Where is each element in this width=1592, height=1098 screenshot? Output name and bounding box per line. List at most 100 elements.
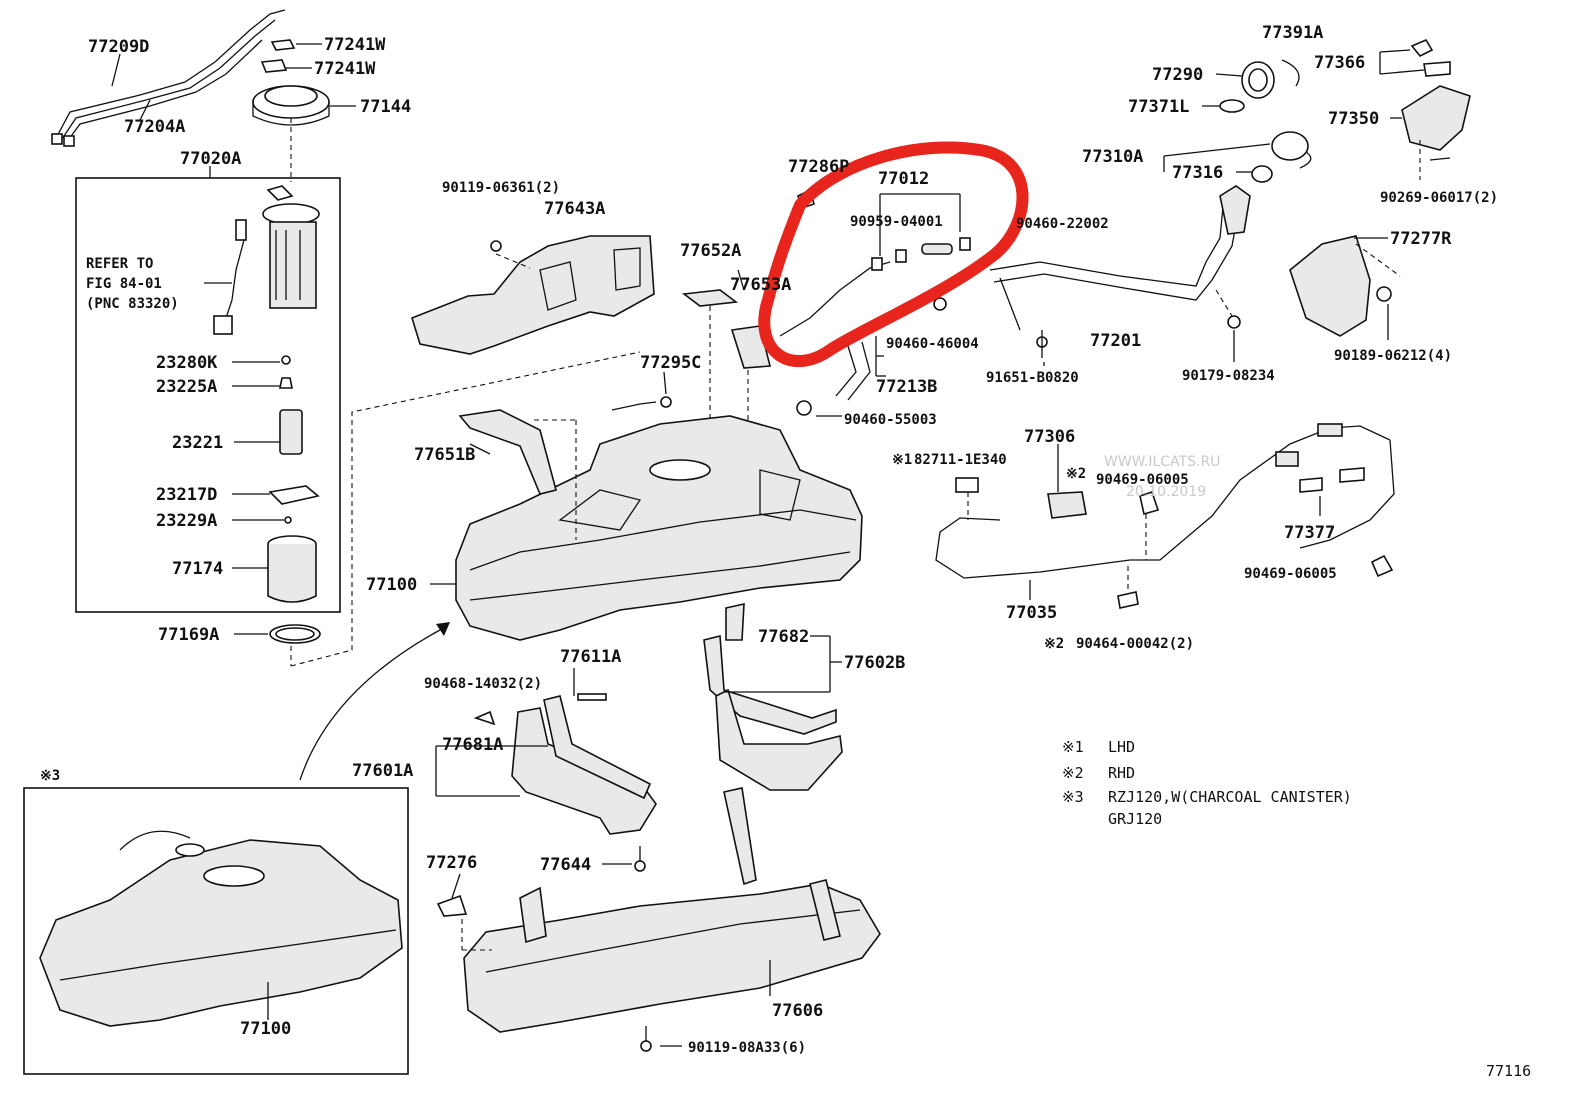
inset-box: [23, 787, 409, 1075]
label-77295C[interactable]: 77295C: [640, 353, 701, 373]
label-90189-06212[interactable]: 90189-06212(4): [1334, 348, 1452, 364]
red-highlight-ring: [758, 141, 1029, 367]
legend-mark-2: ※2: [1062, 764, 1084, 782]
fuel-lines-77209D: [51, 9, 286, 147]
watermark-site: WWW.ILCATS.RU: [1104, 454, 1220, 470]
label-77290[interactable]: 77290: [1152, 65, 1203, 85]
filler-cap-parts: [1219, 38, 1471, 183]
figure-code: 77116: [1486, 1062, 1531, 1080]
label-77310A[interactable]: 77310A: [1082, 147, 1143, 167]
label-77144[interactable]: 77144: [360, 97, 411, 117]
label-77012[interactable]: 77012: [878, 169, 929, 189]
label-77100-inset[interactable]: 77100: [240, 1019, 291, 1039]
legend-mark-3: ※3: [1062, 788, 1084, 806]
label-77213B[interactable]: 77213B: [876, 377, 937, 397]
legend-mark-1: ※1: [1062, 738, 1084, 756]
label-23280K[interactable]: 23280K: [156, 353, 218, 373]
label-77652A[interactable]: 77652A: [680, 241, 741, 261]
label-77241W[interactable]: 77241W: [324, 35, 386, 55]
filler-pipe-77201: [989, 185, 1251, 329]
label-90269-06017[interactable]: 90269-06017(2): [1380, 190, 1498, 206]
clamp-77241W: [260, 39, 296, 73]
legend: ※1 LHD ※2 RHD ※3 RZJ120,W(CHARCOAL CANIS…: [1062, 738, 1352, 828]
label-82711-1E340[interactable]: 82711-1E340: [914, 452, 1007, 468]
shield-77277R: [1289, 235, 1392, 337]
refer-note-line1: REFER TO: [86, 256, 153, 272]
hoses-77213B: [796, 297, 1048, 416]
label-90460-22002[interactable]: 90460-22002: [1016, 216, 1109, 232]
label-77377[interactable]: 77377: [1284, 523, 1335, 543]
label-77201[interactable]: 77201: [1090, 331, 1141, 351]
bolts-center: [436, 396, 672, 1052]
legend-text-4: GRJ120: [1108, 810, 1162, 828]
label-90959-04001[interactable]: 90959-04001: [850, 214, 943, 230]
label-77366[interactable]: 77366: [1314, 53, 1365, 73]
small-parts-stack: [267, 355, 321, 644]
label-77020A[interactable]: 77020A: [180, 149, 241, 169]
fuel-tank-77100: [455, 415, 863, 641]
label-77391A[interactable]: 77391A: [1262, 23, 1323, 43]
leaders-left: [111, 43, 356, 635]
inset-tank-77100: [39, 830, 403, 1027]
label-90460-55003[interactable]: 90460-55003: [844, 412, 937, 428]
refer-note-line3: (PNC 83320): [86, 296, 179, 312]
label-77174[interactable]: 77174: [172, 559, 223, 579]
label-23221[interactable]: 23221: [172, 433, 223, 453]
mark-3-inset: ※3: [40, 768, 60, 784]
label-90460-46004[interactable]: 90460-46004: [886, 336, 979, 352]
label-77306[interactable]: 77306: [1024, 427, 1075, 447]
label-23225A[interactable]: 23225A: [156, 377, 217, 397]
label-77350[interactable]: 77350: [1328, 109, 1379, 129]
label-77681A[interactable]: 77681A: [442, 735, 503, 755]
label-77611A[interactable]: 77611A: [560, 647, 621, 667]
label-77277R[interactable]: 77277R: [1390, 229, 1452, 249]
label-23229A[interactable]: 23229A: [156, 511, 217, 531]
label-77035[interactable]: 77035: [1006, 603, 1057, 623]
mark-2-90464: ※2: [1044, 636, 1064, 652]
label-77169A[interactable]: 77169A: [158, 625, 219, 645]
label-77209D[interactable]: 77209D: [88, 37, 149, 57]
label-90469-06005-b[interactable]: 90469-06005: [1244, 566, 1337, 582]
label-90179-08234[interactable]: 90179-08234: [1182, 368, 1275, 384]
inset-arrow: [299, 629, 441, 781]
refer-note-line2: FIG 84-01: [86, 276, 162, 292]
straps-77611A-77682: [511, 602, 843, 835]
label-77682[interactable]: 77682: [758, 627, 809, 647]
legend-text-1: LHD: [1108, 738, 1135, 756]
label-77601A[interactable]: 77601A: [352, 761, 413, 781]
label-77606[interactable]: 77606: [772, 1001, 823, 1021]
label-23217D[interactable]: 23217D: [156, 485, 217, 505]
fuel-sender-assembly: [213, 185, 320, 335]
watermark-date: 20.10.2019: [1126, 484, 1206, 500]
label-77643A[interactable]: 77643A: [544, 199, 605, 219]
label-90464-00042[interactable]: 90464-00042(2): [1076, 636, 1194, 652]
evap-tubes-77035: [935, 423, 1395, 609]
label-77653A[interactable]: 77653A: [730, 275, 791, 295]
pump-assembly-box: [75, 177, 341, 613]
label-90468-14032[interactable]: 90468-14032(2): [424, 676, 542, 692]
label-77602B[interactable]: 77602B: [844, 653, 905, 673]
legend-text-3: RZJ120,W(CHARCOAL CANISTER): [1108, 788, 1352, 806]
label-77276[interactable]: 77276: [426, 853, 477, 873]
part-labels: 77209D 77241W 77241W 77144 77204A 77020A…: [40, 23, 1498, 1056]
label-77204A[interactable]: 77204A: [124, 117, 185, 137]
label-77644[interactable]: 77644: [540, 855, 591, 875]
leaders-right: [267, 49, 1425, 1047]
label-77286P[interactable]: 77286P: [788, 157, 849, 177]
label-77316[interactable]: 77316: [1172, 163, 1223, 183]
label-77241W-2[interactable]: 77241W: [314, 59, 376, 79]
strap-77651B: [458, 409, 557, 495]
label-90469-06005[interactable]: 90469-06005: [1096, 472, 1189, 488]
label-90119-08A33[interactable]: 90119-08A33(6): [688, 1040, 806, 1056]
label-77651B[interactable]: 77651B: [414, 445, 475, 465]
mark-1-82711: ※1: [892, 452, 912, 468]
arrow-head: [436, 622, 450, 636]
label-90119-06361[interactable]: 90119-06361(2): [442, 180, 560, 196]
label-77371L[interactable]: 77371L: [1128, 97, 1189, 117]
label-91651-B0820[interactable]: 91651-B0820: [986, 370, 1079, 386]
mark-2-90469: ※2: [1066, 466, 1086, 482]
legend-text-2: RHD: [1108, 764, 1135, 782]
breather-77012: [779, 188, 971, 337]
label-77100[interactable]: 77100: [366, 575, 417, 595]
